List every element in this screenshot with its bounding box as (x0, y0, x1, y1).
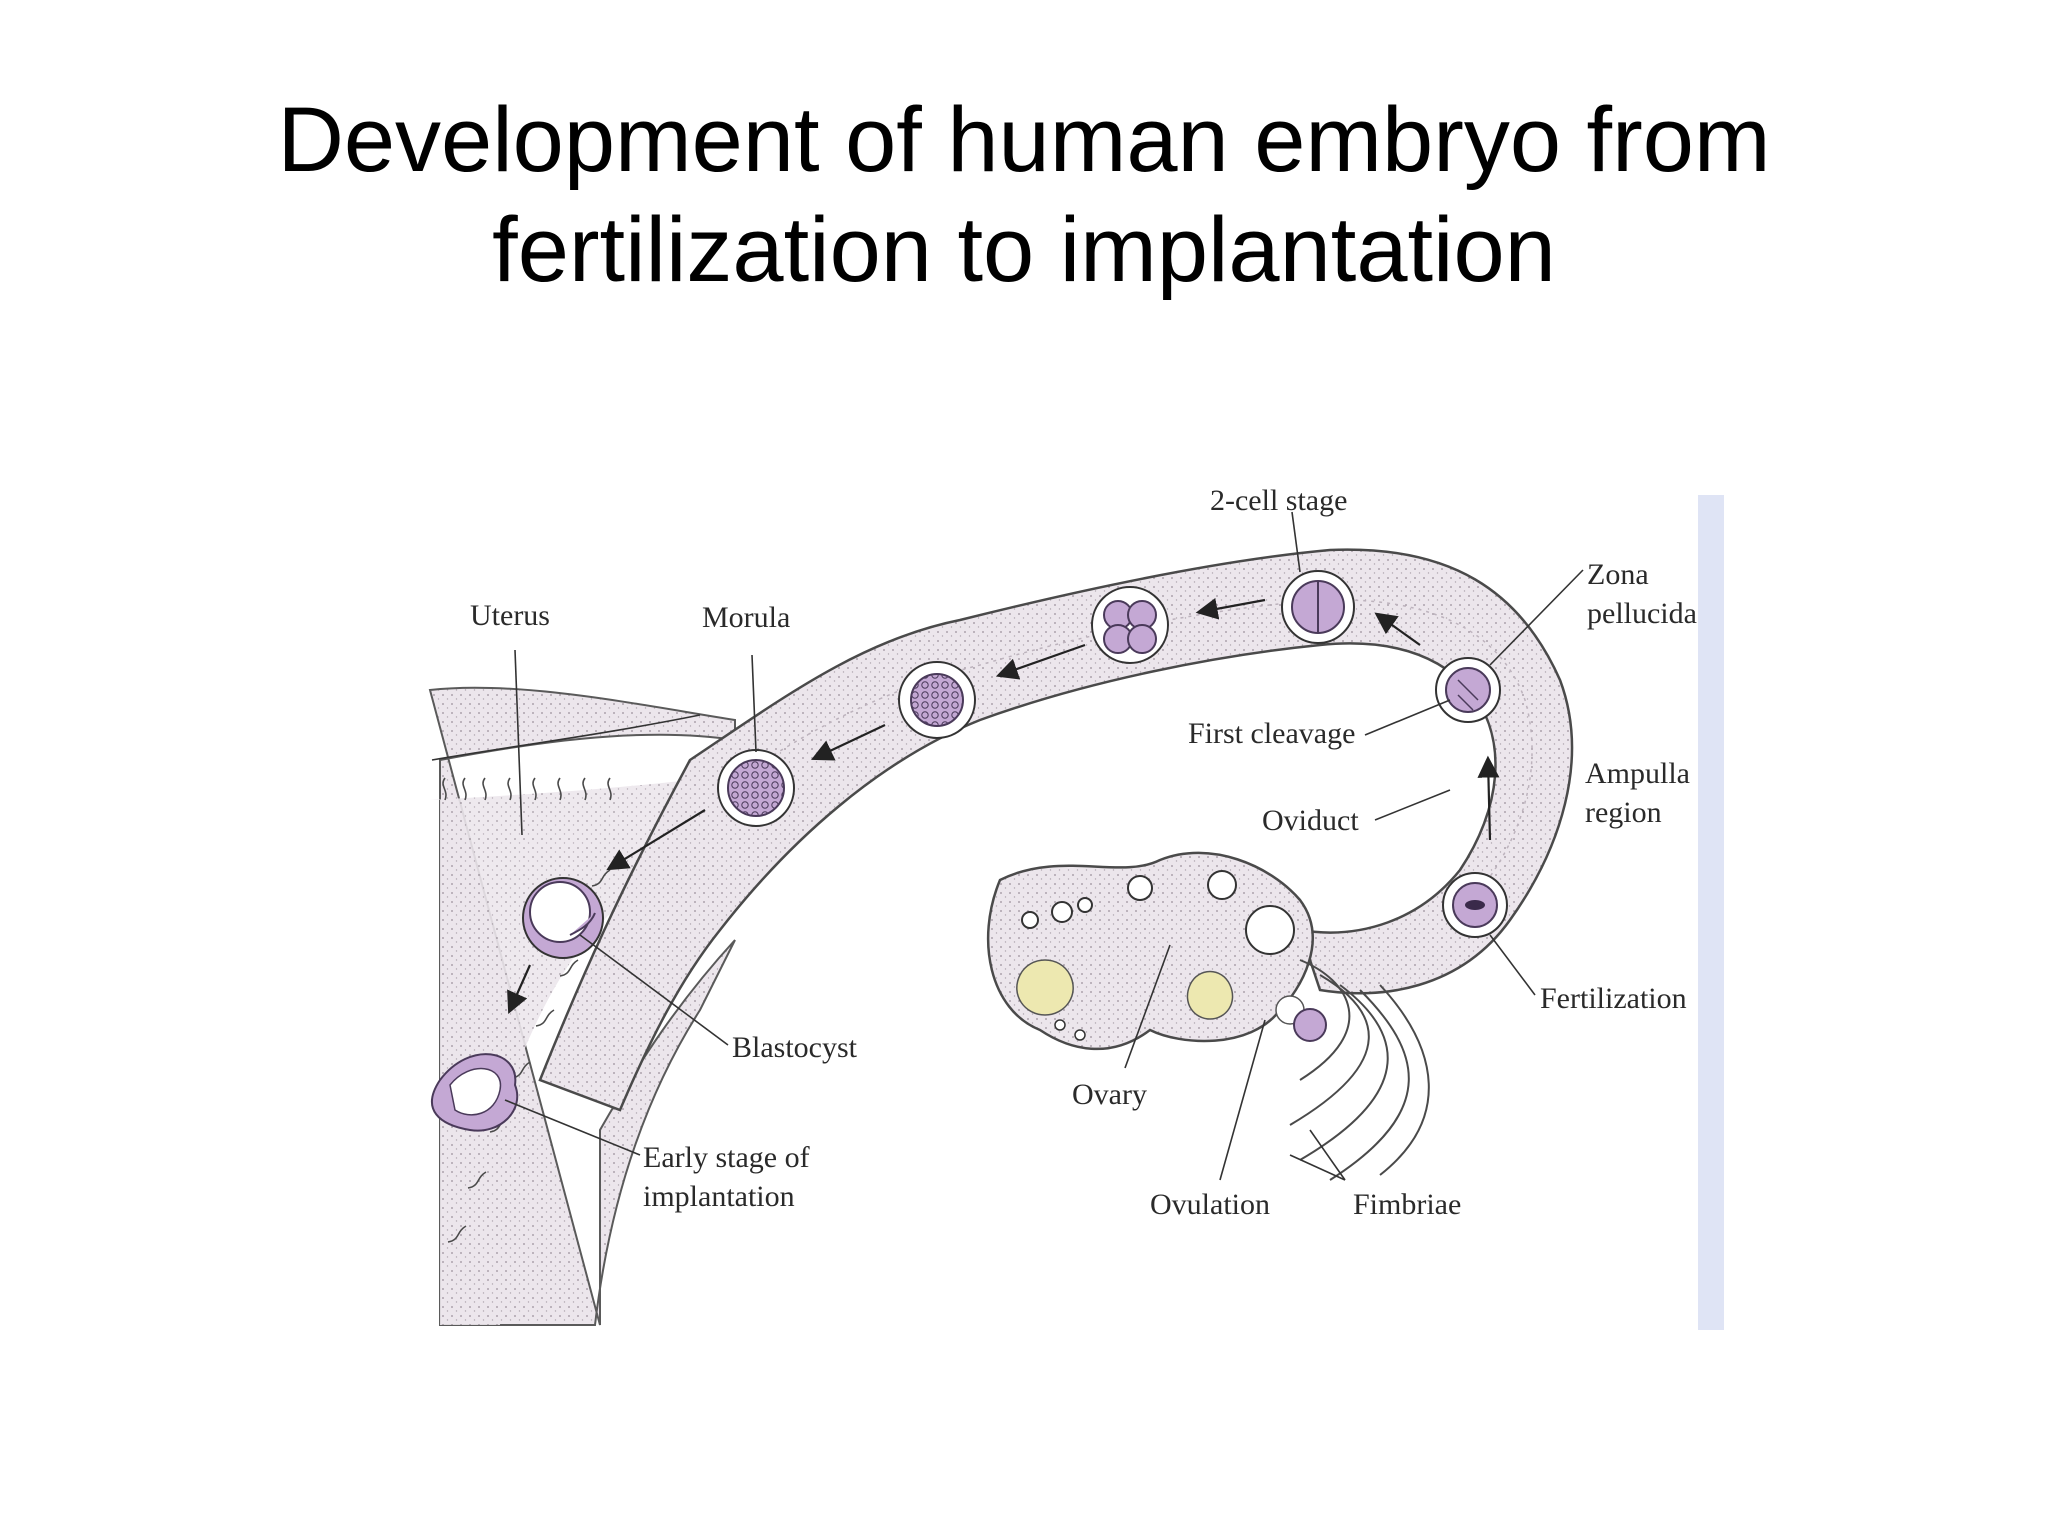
label-ovary: Ovary (1072, 1078, 1147, 1111)
slide-title: Development of human embryo from fertili… (0, 85, 2048, 305)
movement-arrows (507, 597, 1500, 1015)
uterus-cavity (430, 780, 700, 1325)
fimbriae (1289, 959, 1430, 1181)
blastocyst-stage (522, 877, 604, 959)
title-line-2: fertilization to implantation (492, 199, 1556, 301)
label-fertilization: Fertilization (1540, 982, 1687, 1015)
title-line-1: Development of human embryo from (277, 89, 1771, 191)
label-zona-pellucida-line1: Zona (1587, 558, 1649, 591)
zona-pellucida-stage (1435, 657, 1501, 723)
morula-stage (717, 749, 795, 827)
eight-cell-stage (898, 661, 976, 739)
label-morula: Morula (702, 601, 790, 634)
label-implantation-line1: Early stage of (643, 1141, 810, 1174)
scan-edge (1698, 495, 1724, 1330)
fertilization-stage (1442, 872, 1508, 938)
label-first-cleavage: First cleavage (1188, 717, 1355, 750)
label-ampulla-line1: Ampulla (1585, 757, 1690, 790)
ovary-follicles (1016, 870, 1305, 1041)
label-fimbriae: Fimbriae (1353, 1188, 1461, 1221)
label-uterus: Uterus (470, 599, 550, 632)
oviduct-tube (538, 548, 1574, 1112)
leader-lines (504, 511, 1584, 1181)
label-blastocyst: Blastocyst (732, 1031, 858, 1064)
label-oviduct: Oviduct (1262, 804, 1359, 837)
four-cell-stage (1091, 586, 1169, 664)
oviduct-inner-line (719, 599, 1533, 891)
label-ovulation: Ovulation (1150, 1188, 1270, 1221)
label-ampulla-line2: region (1585, 796, 1662, 829)
label-2-cell-stage: 2-cell stage (1210, 484, 1347, 517)
ovulated-oocyte (1293, 1008, 1327, 1042)
two-cell-stage (1281, 570, 1355, 644)
implantation-stage (430, 1053, 519, 1132)
uterus-outline (431, 714, 701, 761)
label-zona-pellucida-line2: pellucida (1587, 597, 1697, 630)
label-implantation-line2: implantation (643, 1180, 795, 1213)
